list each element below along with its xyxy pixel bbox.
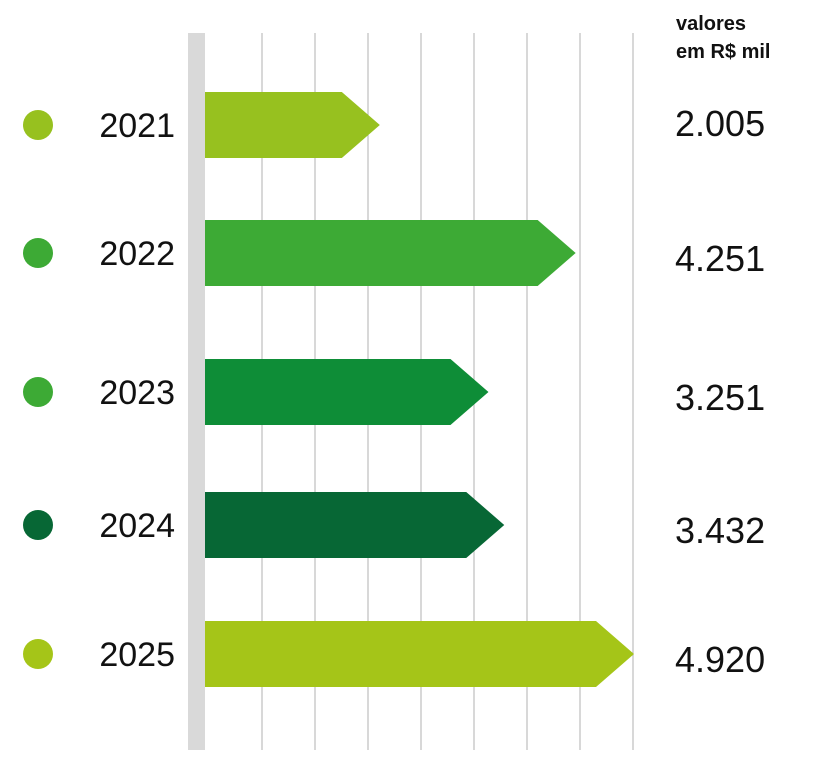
value-label: 2.005 (675, 103, 765, 144)
axis-band (188, 33, 205, 750)
bar-2022 (205, 220, 576, 286)
value-label: 3.251 (675, 377, 765, 418)
legend-dot-2021 (23, 110, 53, 140)
legend-dot-2022 (23, 238, 53, 268)
category-label: 2022 (99, 235, 175, 273)
unit-label: valores em R$ mil (676, 10, 770, 66)
bar-2025 (205, 621, 634, 687)
bar-2021 (205, 92, 380, 158)
legend-dot-2025 (23, 639, 53, 669)
legend-dot-2024 (23, 510, 53, 540)
category-label: 2024 (99, 507, 175, 545)
value-label: 4.251 (675, 238, 765, 279)
unit-label-line2: em R$ mil (676, 41, 771, 63)
bar-2023 (205, 359, 489, 425)
category-label: 2023 (99, 374, 175, 412)
value-label: 4.920 (675, 639, 765, 680)
category-label: 2025 (99, 636, 175, 674)
unit-label-line1: valores (676, 13, 747, 35)
legend-dot-2023 (23, 377, 53, 407)
bar-2024 (205, 492, 505, 558)
category-label: 2021 (99, 107, 175, 145)
value-label: 3.432 (675, 510, 765, 551)
